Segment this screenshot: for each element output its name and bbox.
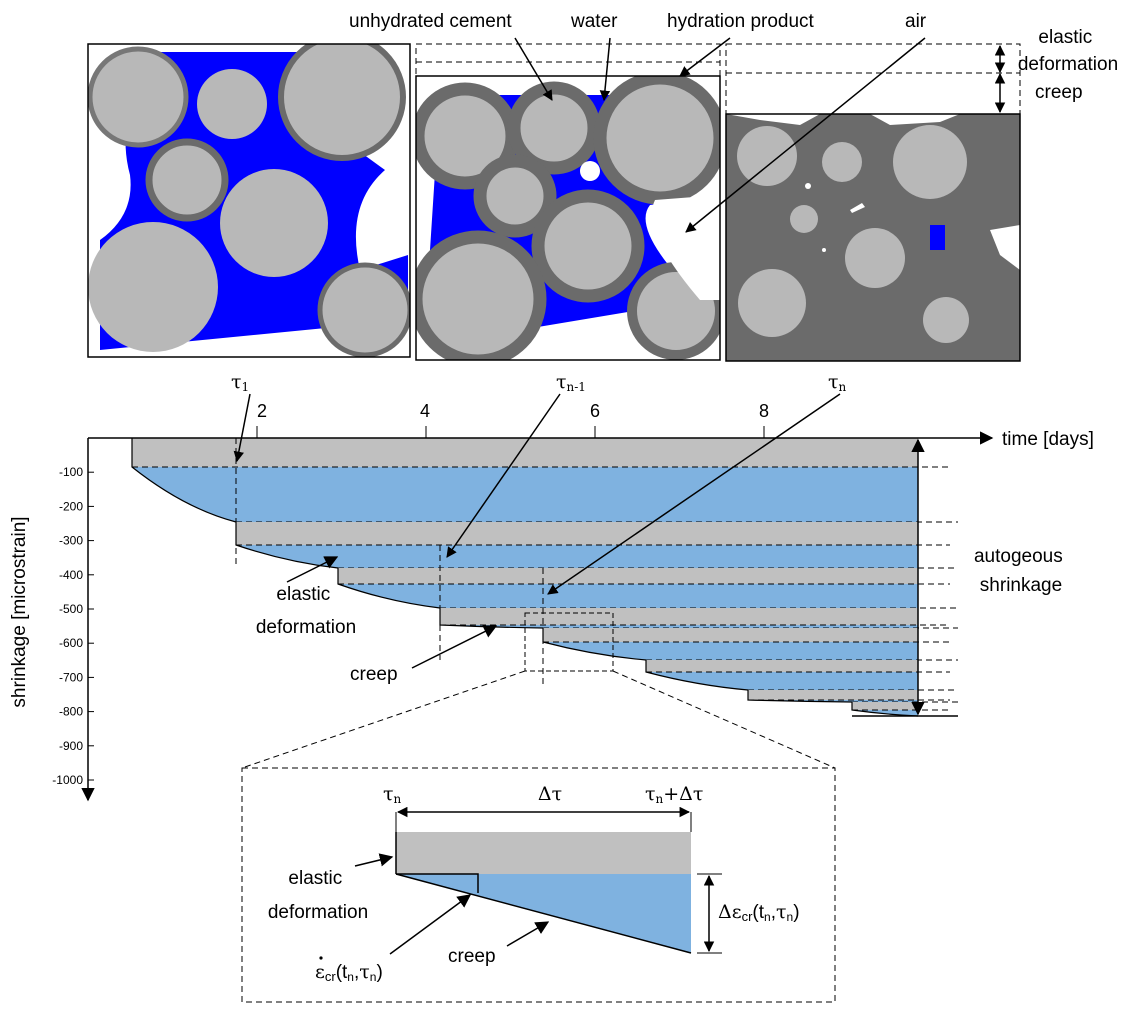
label-tau-1: τ1 [231, 371, 249, 394]
x-tick-label: 8 [759, 401, 769, 421]
label-water: water [570, 11, 618, 32]
elastic-band [440, 608, 918, 625]
elastic-block [396, 832, 691, 874]
zoom-panel: τn Δτ τn+Δτ Δεcr(tn,τn) elastic deformat… [241, 767, 836, 1003]
y-tick-label: -400 [59, 568, 83, 582]
label-tau-n-minus-1: τn-1 [556, 371, 586, 394]
label-air: air [905, 11, 927, 32]
microstructure-panel-1 [87, 43, 411, 358]
y-tick-label: -800 [59, 705, 83, 719]
zoom-creep-rate: εcr(tn,τn) [315, 961, 383, 984]
creep-band [543, 642, 918, 660]
label-elastic-deformation-chart: elastic deformation [256, 584, 356, 638]
label-tau-n: τn [828, 371, 847, 394]
elastic-band [132, 438, 918, 467]
y-ticks: -100 -200 -300 -400 -500 -600 -700 -800 -900 -100… [52, 465, 94, 787]
microstructure-panel-2 [415, 43, 721, 361]
creep-band [132, 467, 918, 522]
zoom-delta-eps: Δεcr(tn,τn) [718, 901, 800, 924]
elastic-band [852, 702, 918, 710]
shrinkage-curve [542, 628, 647, 661]
y-tick-label: -100 [59, 465, 83, 479]
creep-band [338, 584, 918, 608]
zoom-creep: creep [448, 946, 496, 967]
zoom-region-box [524, 612, 614, 672]
x-tick-label: 2 [257, 401, 267, 421]
zoom-tau-n-plus-delta: τn+Δτ [645, 783, 703, 806]
elastic-band [543, 628, 918, 642]
cement-particle [88, 46, 189, 148]
x-tick-label: 4 [420, 401, 430, 421]
y-tick-label: -600 [59, 636, 83, 650]
y-tick-label: -700 [59, 670, 83, 684]
shrinkage-curve [337, 568, 441, 609]
cement-particle [88, 222, 218, 352]
elastic-band [646, 660, 918, 672]
label-hydration-product: hydration product [667, 11, 815, 32]
y-tick-label: -500 [59, 602, 83, 616]
cement-particle [197, 69, 267, 139]
shrinkage-curve [131, 438, 237, 523]
microstructure-panel-3 [725, 43, 1021, 362]
y-tick-label: -900 [59, 739, 83, 753]
label-elastic-deformation: elastic deformation [1018, 27, 1118, 75]
x-ticks: 2 4 6 8 [256, 401, 769, 438]
y-axis-label: shrinkage [microstrain] [9, 516, 30, 707]
creep-band [236, 545, 918, 568]
y-tick-label: -200 [59, 499, 83, 513]
chart-marks [131, 438, 958, 717]
y-tick-label: -1000 [52, 773, 83, 787]
elastic-band [338, 568, 918, 584]
zoom-tau-n: τn [383, 783, 402, 806]
elastic-band [236, 522, 918, 545]
label-creep-chart: creep [350, 664, 398, 685]
zoom-delta-tau: Δτ [538, 783, 562, 805]
cement-particle [145, 138, 229, 222]
label-unhydrated-cement: unhydrated cement [349, 11, 512, 32]
x-axis-label: time [days] [1002, 429, 1094, 450]
x-tick-label: 6 [590, 401, 600, 421]
shrinkage-curve [645, 660, 749, 691]
cement-particle [278, 44, 406, 161]
elastic-band [748, 690, 918, 700]
label-creep-top: creep [1035, 82, 1083, 103]
cement-particle [317, 262, 410, 357]
shrinkage-chart: 2 4 6 8 time [days] -100 -200 -300 -400 -500… [9, 371, 1094, 802]
y-tick-label: -300 [59, 534, 83, 548]
label-autogeous-shrinkage: autogeous shrinkage [974, 546, 1068, 596]
creep-band [440, 625, 918, 628]
zoom-elastic-deformation: elastic deformation [268, 868, 368, 923]
cement-particle [220, 169, 328, 277]
